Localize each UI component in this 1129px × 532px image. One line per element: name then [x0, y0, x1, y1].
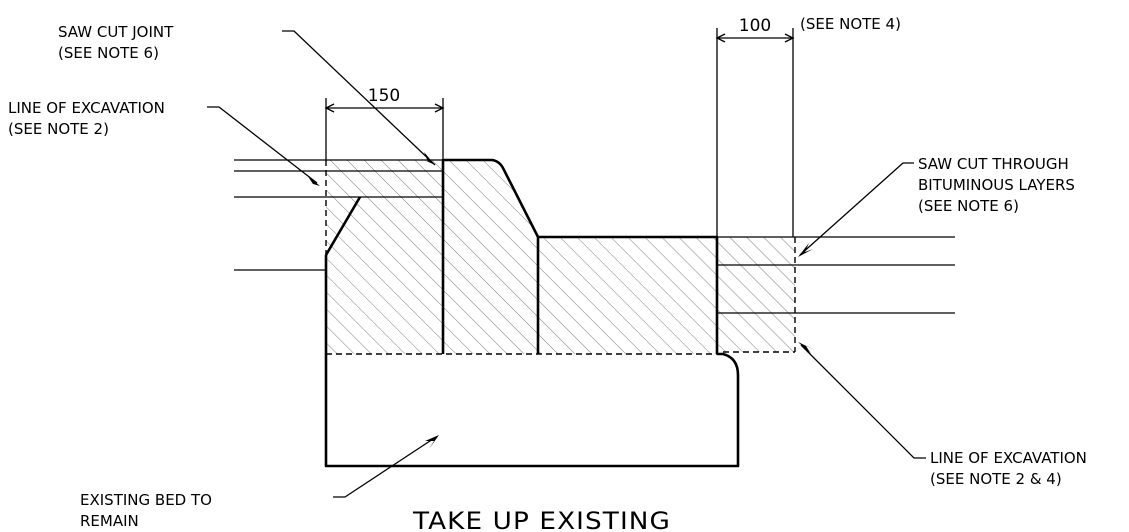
line-of-excavation-right-label: LINE OF EXCAVATION (SEE NOTE 2 & 4)	[930, 449, 1092, 488]
saw-cut-joint-label: SAW CUT JOINT (SEE NOTE 6)	[58, 23, 178, 62]
dimension-150-label: 150	[368, 86, 400, 106]
leader-excavation-right	[798, 342, 926, 459]
see-note-4-label: (SEE NOTE 4)	[800, 15, 901, 33]
gutter-hatch	[538, 237, 717, 354]
leader-saw-cut-joint	[282, 30, 436, 166]
dimension-100-label: 100	[739, 16, 771, 36]
drawing-title: TAKE UP EXISTING	[412, 507, 671, 532]
curb-hatch	[443, 160, 538, 354]
dimension-100: 100	[715, 16, 795, 237]
existing-bed-label: EXISTING BED TO REMAIN	[80, 491, 217, 530]
leader-existing-bed	[333, 435, 439, 498]
left-excavation-cut	[324, 196, 362, 256]
pavement-layers-left	[234, 159, 443, 271]
saw-cut-through-label: SAW CUT THROUGH BITUMINOUS LAYERS (SEE N…	[918, 155, 1080, 215]
excavation-hatch-right	[717, 237, 795, 352]
existing-bed-outline	[324, 255, 740, 468]
leader-excavation-left	[207, 106, 320, 186]
line-of-excavation-left-label: LINE OF EXCAVATION (SEE NOTE 2)	[8, 99, 170, 138]
curb-outline	[441, 158, 540, 354]
dimension-150: 150	[324, 86, 445, 160]
leader-saw-cut-through	[798, 162, 914, 257]
excavation-hatch-left	[326, 160, 443, 354]
